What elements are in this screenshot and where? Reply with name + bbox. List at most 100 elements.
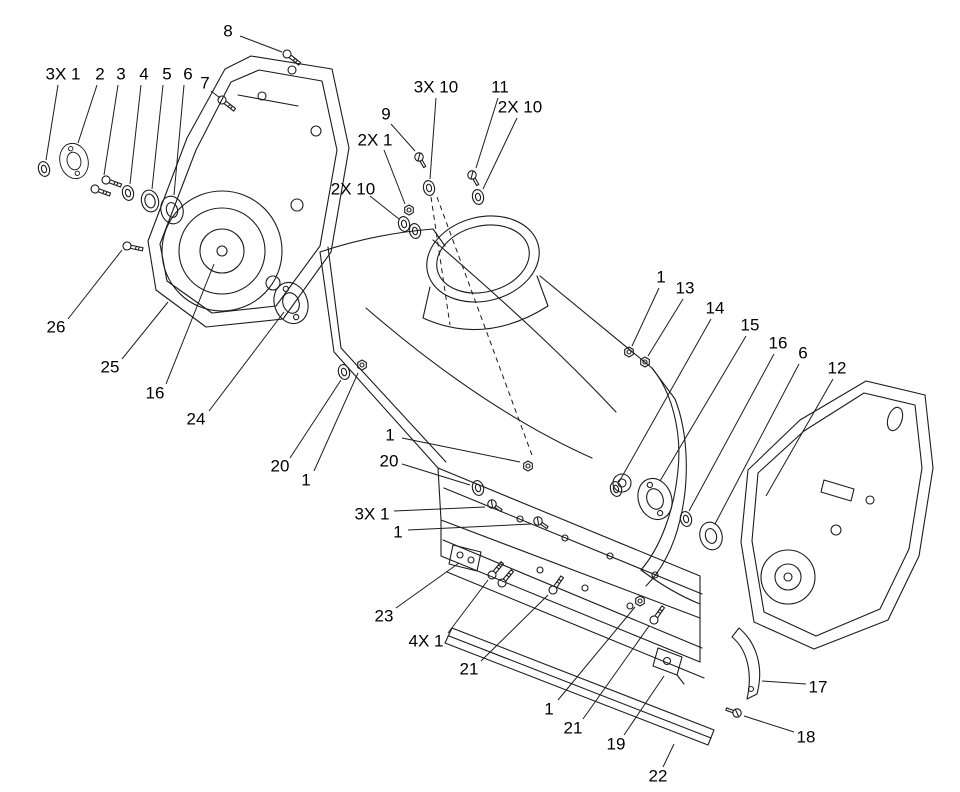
callout-8: 8 [223,22,232,41]
scraper-hole [536,566,544,574]
scraper-hole [581,584,589,592]
callout-20: 20 [380,452,399,471]
leader-line [662,743,675,768]
leader-line [401,463,471,486]
callout-16: 16 [769,334,788,353]
bracket-23-hole [456,551,464,559]
scraper-bar [444,627,715,746]
callout-3X-1: 3X 1 [355,505,390,524]
callout-23: 23 [375,607,394,626]
left-hardware-row [36,47,367,382]
callout-11: 11 [491,78,509,97]
leader-line [208,311,285,412]
bolt-part [121,240,145,254]
leader-line [393,506,486,512]
nut-part [523,460,533,472]
callout-25: 25 [101,358,120,377]
bracket-23-hole [467,556,475,564]
left-plate-inner-flange [159,69,338,314]
leader-line [618,318,712,483]
callout-3X-1: 3X 1 [46,65,81,84]
right-plate-oblong-hole [886,406,904,432]
drum-end-lip [645,398,687,587]
bolt-part [485,559,506,582]
leader-line [429,97,437,180]
leader-line [210,90,221,99]
leader-line [761,680,807,685]
washer-part [336,362,352,382]
callout-2X-10: 2X 10 [331,180,375,199]
right-plate-slot [820,479,855,502]
callout-2X-10: 2X 10 [498,98,542,117]
leader-line [447,579,489,634]
leader-line [765,378,834,497]
bracket-19-hole [662,656,672,666]
bolt-part [100,174,123,190]
callout-3X-10: 3X 10 [414,78,458,97]
leader-line [289,379,342,459]
washer-part [678,509,694,529]
leader-line [407,523,532,531]
bracket-19 [652,647,685,685]
callout-21: 21 [460,660,479,679]
washer-part [470,187,486,207]
callout-2X-1: 2X 1 [358,131,393,150]
callout-17: 17 [809,678,828,697]
housing-right-edge [539,275,676,400]
flange-bearing-part [631,473,679,525]
bearing-part [696,519,726,553]
nut-part [357,359,367,371]
leader-line [45,84,59,161]
callout-15: 15 [741,316,760,335]
right-hub-ring-outer [760,549,816,605]
leader-line [129,84,142,185]
bracket-23 [448,544,482,572]
leader-line [390,123,416,152]
left-hub-ring-inner [199,228,245,274]
housing-left-edge [319,246,342,353]
callout-1: 1 [544,700,553,719]
scraper-plate [440,519,705,679]
scraper-bar-fold [448,635,712,739]
leader-line [151,84,164,190]
right-hub-center [783,572,793,582]
leader-line [647,298,684,357]
drum-form-line [365,307,593,459]
flange-bearing-part [55,139,93,183]
leader-line [239,35,283,53]
leader-line [77,84,98,144]
curved-strip-hole [747,685,755,693]
left-hub-center [216,245,228,257]
right-plate-inner-flange [751,392,923,637]
flange-hole [516,515,524,523]
housing-top-edge [319,228,446,253]
right-side-plate [740,380,934,650]
flange-hole [651,571,659,579]
left-plate-hole [290,198,304,212]
left-plate-outline [147,55,350,328]
leader-line [313,372,359,472]
leader-line [475,97,499,169]
callout-24: 24 [187,410,206,429]
leader-line [743,715,795,733]
bolt-part [647,604,668,627]
leader-line [582,625,650,720]
screw-part [465,168,482,188]
leader-line [480,594,549,662]
leader-line [557,606,636,701]
callout-21: 21 [564,719,583,738]
callout-18: 18 [797,728,816,747]
left-plate-hole [310,125,322,137]
lower-hardware [448,460,685,685]
callout-12: 12 [828,359,847,378]
callout-20: 20 [271,457,290,476]
side-strip-hardware [724,627,761,719]
leader-line [714,363,800,525]
leader-line [173,84,185,196]
right-hub-ring-inner [774,563,802,591]
chute-opening-inner [436,224,530,294]
callout-1: 1 [393,523,402,542]
